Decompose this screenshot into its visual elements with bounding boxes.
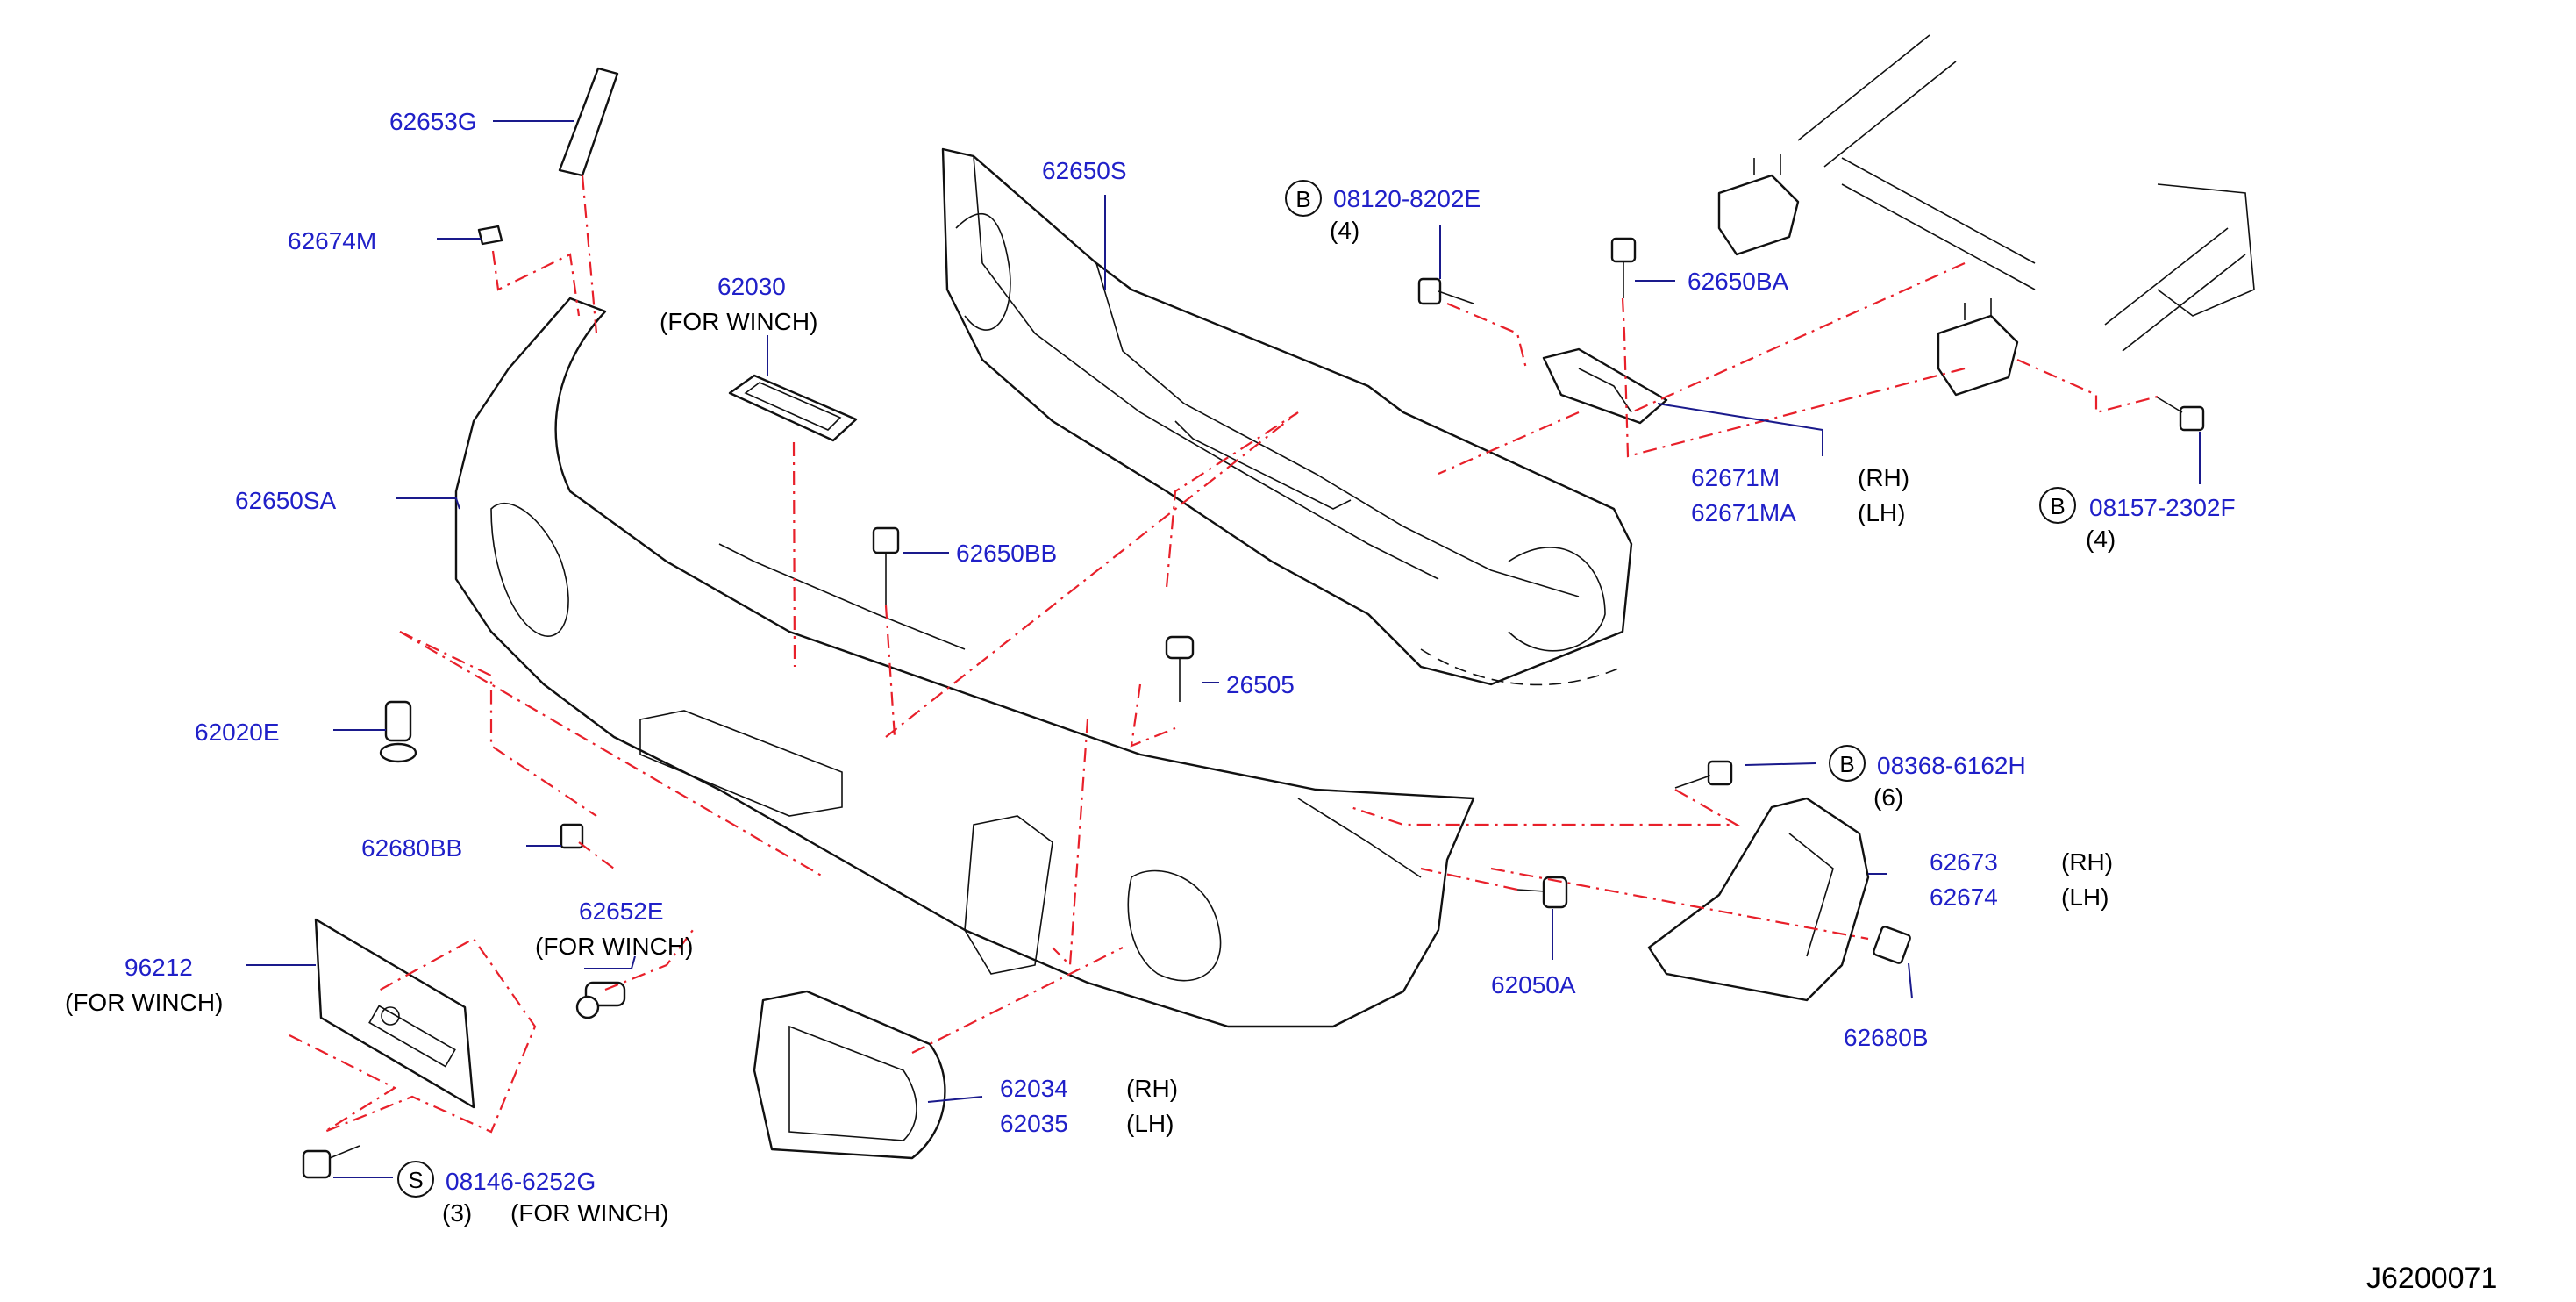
callout-08368-qty: (6) (1873, 783, 1903, 811)
bolt-08157-icon (2155, 396, 2205, 432)
callout-62674M: 62674M (288, 227, 376, 254)
bolt-08146-icon (302, 1145, 360, 1179)
badge-08368 (1829, 745, 1866, 782)
badge-08120-letter: B (1295, 186, 1310, 212)
badge-08368-letter: B (1839, 751, 1854, 777)
clip-62680BB-icon (560, 823, 584, 849)
diagram-code: J6200071 (2366, 1262, 2497, 1295)
callout-62674-side: (LH) (2061, 884, 2109, 911)
callout-62674: 62674 (1930, 884, 1998, 911)
bolt-08120-icon (1417, 277, 1474, 305)
callout-62680BB: 62680BB (361, 834, 462, 862)
callout-62034-side: (RH) (1126, 1075, 1178, 1102)
callout-26505: 26505 (1226, 671, 1295, 698)
side-bracket-drawing (1647, 797, 1870, 1002)
callouts: 62653G 62674M 62030 (FOR WINCH) 62650S B… (65, 108, 2497, 1295)
badge-08120 (1285, 180, 1322, 217)
callout-62673-side: (RH) (2061, 848, 2113, 876)
callout-08146-qty: (3) (442, 1199, 472, 1227)
reinforcement-drawing (941, 147, 1633, 686)
callout-62050A: 62050A (1491, 971, 1576, 998)
stay-bracket-drawing (1542, 347, 1668, 425)
clip-62050A-icon (1516, 876, 1568, 909)
small-clip-drawing (477, 225, 503, 246)
callout-62671M-side: (RH) (1858, 464, 1909, 491)
callout-08146-6252G: 08146-6252G (446, 1168, 596, 1195)
callout-96212-note: (FOR WINCH) (65, 989, 223, 1016)
leader-lines (246, 120, 2201, 1178)
callout-62680B: 62680B (1844, 1024, 1929, 1051)
callout-08368-6162H: 08368-6162H (1877, 752, 2026, 779)
assembly-guide-lines (289, 175, 2159, 1134)
callout-62650S: 62650S (1042, 157, 1127, 184)
callout-62650SA: 62650SA (235, 487, 337, 514)
clip-62020E-icon (379, 700, 417, 763)
callout-08120-qty: (4) (1330, 217, 1359, 244)
grommet-62652E-icon (575, 981, 626, 1019)
fastener-drawings (302, 237, 2205, 1179)
callout-62652E-note: (FOR WINCH) (535, 933, 693, 960)
callout-08146-note: (FOR WINCH) (510, 1199, 668, 1227)
callout-08157-qty: (4) (2086, 526, 2116, 553)
badge-08157-letter: B (2050, 493, 2065, 519)
callout-62035: 62035 (1000, 1110, 1068, 1137)
frame-rail-drawing (1717, 34, 2255, 397)
callout-08157-2302F: 08157-2302F (2089, 494, 2236, 521)
callout-62650BB: 62650BB (956, 540, 1057, 567)
clip-62680B-icon (1873, 926, 1911, 964)
bolt-62650BB-icon (872, 526, 900, 605)
badge-08146 (397, 1161, 434, 1198)
callout-62673: 62673 (1930, 848, 1998, 876)
callout-62034: 62034 (1000, 1075, 1068, 1102)
callout-62030-note: (FOR WINCH) (660, 308, 817, 335)
license-bracket-drawing (314, 918, 475, 1109)
callout-62652E: 62652E (579, 898, 664, 925)
callout-62020E: 62020E (195, 719, 280, 746)
callout-62671MA: 62671MA (1691, 499, 1796, 526)
badge-08146-letter: S (408, 1167, 423, 1193)
screw-26505-icon (1165, 635, 1195, 702)
callout-08120-8202E: 08120-8202E (1333, 185, 1481, 212)
callout-62030: 62030 (717, 273, 786, 300)
winch-panel-drawing (728, 374, 858, 442)
bumper-fascia-drawing (454, 297, 1475, 1028)
bolt-08368-icon (1674, 760, 1733, 789)
callout-62671MA-side: (LH) (1858, 499, 1905, 526)
callout-62653G: 62653G (389, 108, 477, 135)
badge-08157 (2039, 487, 2076, 524)
callout-62671M: 62671M (1691, 464, 1780, 491)
callout-62035-side: (LH) (1126, 1110, 1174, 1137)
bolt-62650BA-icon (1610, 237, 1637, 298)
callout-96212: 96212 (125, 954, 193, 981)
callout-62650BA: 62650BA (1688, 268, 1789, 295)
fog-bezel-drawing (753, 990, 946, 1160)
